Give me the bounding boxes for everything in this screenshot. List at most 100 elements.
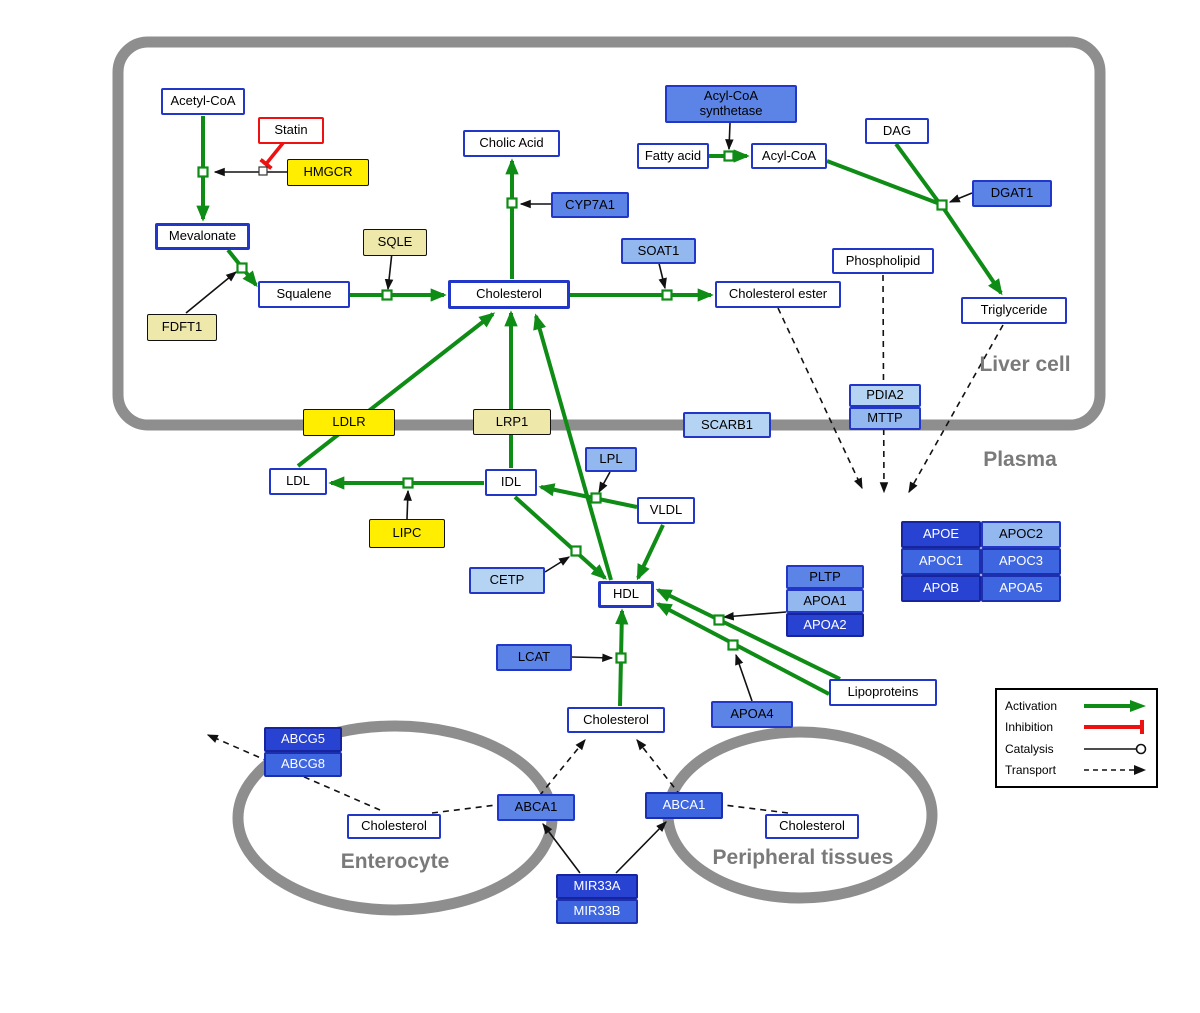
- legend-row-transport: Transport: [1005, 760, 1148, 780]
- edge-fdft1-catalysis: [185, 271, 237, 314]
- node-fatty-acid[interactable]: Fatty acid: [637, 143, 709, 169]
- node-abcg5[interactable]: ABCG5: [264, 727, 342, 752]
- node-mttp[interactable]: MTTP: [849, 407, 921, 430]
- edge-lipoproteins-hdl-2: [655, 602, 830, 696]
- reaction-hmgcr: [197, 166, 209, 178]
- reaction-lcat: [615, 652, 627, 664]
- edge-hdl-cholesterol: [533, 313, 613, 581]
- node-fdft1[interactable]: FDFT1: [147, 314, 217, 341]
- node-lcat[interactable]: LCAT: [496, 644, 572, 671]
- legend-box: Activation Inhibition Catalysis Transpor…: [995, 688, 1158, 788]
- node-cetp[interactable]: CETP: [469, 567, 545, 594]
- edge-cholesterolester-transport: [777, 307, 863, 490]
- node-squalene[interactable]: Squalene: [258, 281, 350, 308]
- edge-lcat-catalysis: [571, 653, 614, 663]
- node-acetyl-coa[interactable]: Acetyl-CoA: [161, 88, 245, 115]
- node-abcg8[interactable]: ABCG8: [264, 752, 342, 777]
- node-ldlr[interactable]: LDLR: [303, 409, 395, 436]
- edge-junction-triglyceride: [940, 204, 1003, 296]
- node-lpl[interactable]: LPL: [585, 447, 637, 472]
- edge-phospholipid-transport: [879, 274, 889, 494]
- node-cholesterol-ester[interactable]: Cholesterol ester: [715, 281, 841, 308]
- node-scarb1[interactable]: SCARB1: [683, 412, 771, 438]
- edge-lipc-catalysis: [403, 489, 412, 520]
- node-statin[interactable]: Statin: [258, 117, 324, 144]
- reaction-cetp: [570, 545, 582, 557]
- node-lipc[interactable]: LIPC: [369, 519, 445, 548]
- reaction-lpl: [590, 492, 602, 504]
- node-sqle[interactable]: SQLE: [363, 229, 427, 256]
- node-idl[interactable]: IDL: [485, 469, 537, 496]
- transport-dashed-arrow-icon: [1084, 764, 1146, 775]
- statin-target-square: [258, 166, 268, 176]
- inhibition-tee-icon: [1084, 720, 1144, 735]
- legend-row-catalysis: Catalysis: [1005, 739, 1148, 759]
- node-cholesterol-enterocyte[interactable]: Cholesterol: [347, 814, 441, 839]
- node-apoa4[interactable]: APOA4: [711, 701, 793, 728]
- reaction-lipc: [402, 477, 414, 489]
- node-abca1-right[interactable]: ABCA1: [645, 792, 723, 819]
- node-dgat1[interactable]: DGAT1: [972, 180, 1052, 207]
- reaction-nodes: [197, 150, 948, 664]
- reaction-cyp7a1: [506, 197, 518, 209]
- node-phospholipid[interactable]: Phospholipid: [832, 248, 934, 274]
- node-acyl-coa-synthetase[interactable]: Acyl-CoA synthetase: [665, 85, 797, 123]
- edge-acylcoa-junction: [826, 159, 941, 206]
- reaction-dgat1: [936, 199, 948, 211]
- node-hmgcr[interactable]: HMGCR: [287, 159, 369, 186]
- edge-ldl-cholesterol: [296, 312, 496, 468]
- node-vldl[interactable]: VLDL: [637, 497, 695, 524]
- edge-acylcoasynthetase-catalysis: [725, 122, 734, 151]
- node-triglyceride[interactable]: Triglyceride: [961, 297, 1067, 324]
- node-mir33a[interactable]: MIR33A: [556, 874, 638, 899]
- node-cholesterol-plasma[interactable]: Cholesterol: [567, 707, 665, 733]
- node-ldl[interactable]: LDL: [269, 468, 327, 495]
- node-pdia2[interactable]: PDIA2: [849, 384, 921, 407]
- node-mir33b[interactable]: MIR33B: [556, 899, 638, 924]
- node-hdl[interactable]: HDL: [598, 581, 654, 608]
- legend-catalysis-label: Catalysis: [1005, 741, 1054, 756]
- edge-mir33-abca1left: [542, 823, 581, 874]
- node-cholesterol-peripheral[interactable]: Cholesterol: [765, 814, 859, 839]
- node-apob[interactable]: APOB: [901, 575, 981, 602]
- catalysis-circle-icon: [1084, 743, 1147, 754]
- reaction-apoproteins: [713, 614, 725, 626]
- node-cholesterol-liver[interactable]: Cholesterol: [448, 280, 570, 309]
- node-abca1-left[interactable]: ABCA1: [497, 794, 575, 821]
- node-apoc3[interactable]: APOC3: [981, 548, 1061, 575]
- node-apoa2[interactable]: APOA2: [786, 613, 864, 637]
- edge-idl-hdl: [513, 495, 607, 580]
- edge-vldl-hdl: [636, 524, 665, 581]
- node-soat1[interactable]: SOAT1: [621, 238, 696, 264]
- node-cyp7a1[interactable]: CYP7A1: [551, 192, 629, 218]
- activation-edges: [196, 116, 1003, 707]
- node-apoc1[interactable]: APOC1: [901, 548, 981, 575]
- reaction-apoa4: [727, 639, 739, 651]
- node-pltp[interactable]: PLTP: [786, 565, 864, 589]
- reaction-acylcoasynthetase: [723, 150, 735, 162]
- node-acyl-coa[interactable]: Acyl-CoA: [751, 143, 827, 169]
- legend-activation-label: Activation: [1005, 699, 1058, 713]
- liver-cell-outline: [112, 36, 1106, 431]
- node-dag[interactable]: DAG: [865, 118, 929, 144]
- node-lrp1[interactable]: LRP1: [473, 409, 551, 435]
- edge-triglyceride-transport: [908, 324, 1004, 494]
- reaction-sqle: [381, 289, 393, 301]
- edge-vldl-idl: [538, 483, 638, 509]
- node-apoc2[interactable]: APOC2: [981, 521, 1061, 548]
- activation-arrow-icon: [1084, 700, 1146, 712]
- edge-lipoproteins-hdl-1: [655, 588, 841, 681]
- node-mevalonate[interactable]: Mevalonate: [155, 223, 250, 250]
- edge-apoa4-catalysis: [735, 653, 753, 702]
- node-apoa5[interactable]: APOA5: [981, 575, 1061, 602]
- node-apoe[interactable]: APOE: [901, 521, 981, 548]
- edge-dag-junction: [894, 142, 942, 206]
- plasma-label: Plasma: [983, 448, 1057, 471]
- legend-transport-label: Transport: [1005, 762, 1056, 777]
- node-apoa1[interactable]: APOA1: [786, 589, 864, 613]
- legend-row-activation: Activation: [1005, 696, 1148, 716]
- node-cholic-acid[interactable]: Cholic Acid: [463, 130, 560, 157]
- node-lipoproteins[interactable]: Lipoproteins: [829, 679, 937, 706]
- reaction-soat1: [661, 289, 673, 301]
